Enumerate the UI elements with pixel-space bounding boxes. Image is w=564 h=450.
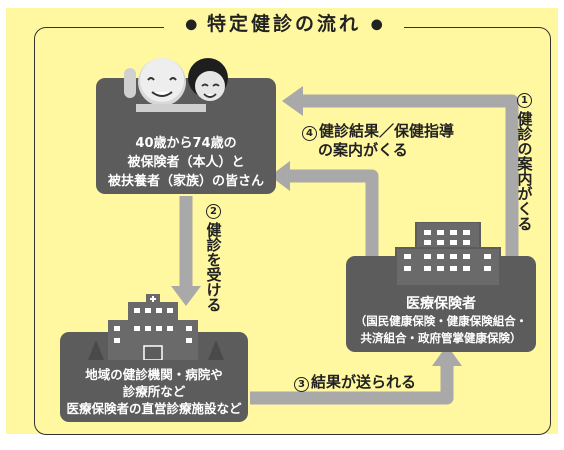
step2-label: 2 健診を受ける xyxy=(204,204,223,312)
clinic-line3: 医療保険者の直営診療施設など xyxy=(66,401,242,416)
step4-number: 4 xyxy=(302,126,317,141)
insurer-line2: （国民健康保険・健康保険組合・ xyxy=(354,314,528,328)
step1-text: 健診の案内がくる xyxy=(515,111,534,231)
insurer-line3: 共済組合・政府管掌健康保険） xyxy=(360,331,522,345)
insurer-line1: 医療保険者 xyxy=(406,296,476,312)
clinic-box: 地域の健診機関・病院や 診療所など 医療保険者の直営診療施設など xyxy=(60,294,248,422)
step1-label: 1 健診の案内がくる xyxy=(515,93,534,231)
arrow-step4 xyxy=(285,169,379,258)
title-text: 特定健診の流れ xyxy=(206,13,361,35)
step3-number: 3 xyxy=(294,377,309,392)
diagram-title: ● 特定健診の流れ ● xyxy=(164,11,404,37)
people-line1: 40歳から74歳の xyxy=(135,136,237,151)
step1-number: 1 xyxy=(517,93,532,108)
arrow-step1 xyxy=(300,94,519,258)
elderly-couple-illustration xyxy=(124,58,228,112)
arrow-step3 xyxy=(250,362,454,405)
insurer-box: 医療保険者 （国民健康保険・健康保険組合・ 共済組合・政府管掌健康保険） xyxy=(346,222,536,352)
step4-line1: 健診結果／保健指導 xyxy=(319,122,455,140)
step2-text: 健診を受ける xyxy=(204,222,223,312)
people-line3: 被扶養者（家族）の皆さん xyxy=(107,174,264,189)
arrowhead-step3 xyxy=(432,345,462,366)
arrowhead-step1 xyxy=(282,86,303,116)
step3-text: 結果が送られる xyxy=(311,373,417,391)
arrowhead-step4 xyxy=(270,161,290,191)
step4-line2: の案内がくる xyxy=(318,141,408,159)
clinic-line2: 診療所など xyxy=(122,384,186,399)
step2-number: 2 xyxy=(206,204,221,219)
people-line2: 被保険者（本人）と xyxy=(127,155,245,170)
clinic-building-icon xyxy=(88,294,224,360)
title-dot-left: ● xyxy=(185,16,198,33)
clinic-label: 地域の健診機関・病院や 診療所など 医療保険者の直営診療施設など xyxy=(60,366,248,417)
people-box: 40歳から74歳の 被保険者（本人）と 被扶養者（家族）の皆さん xyxy=(96,58,276,194)
arrowhead-step2 xyxy=(171,286,201,306)
title-dot-right: ● xyxy=(370,16,383,33)
clinic-line1: 地域の健診機関・病院や xyxy=(85,367,223,382)
people-label: 40歳から74歳の 被保険者（本人）と 被扶養者（家族）の皆さん xyxy=(96,134,276,191)
insurer-building-icon xyxy=(395,222,501,286)
insurer-label: 医療保険者 （国民健康保険・健康保険組合・ 共済組合・政府管掌健康保険） xyxy=(346,296,536,347)
